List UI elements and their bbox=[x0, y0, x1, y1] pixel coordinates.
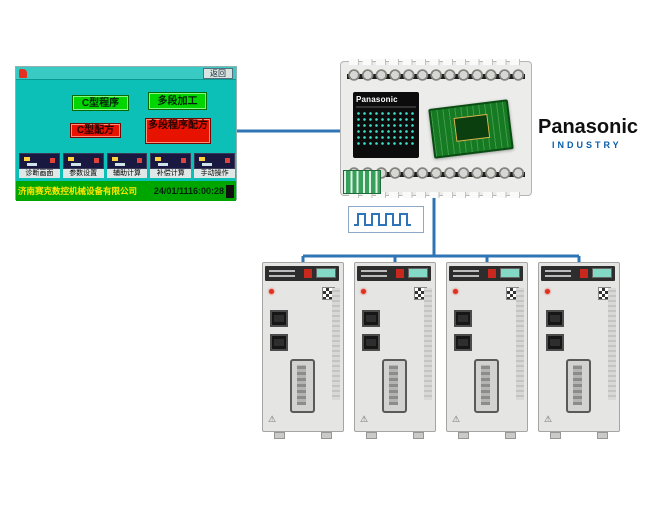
servo-status-led bbox=[269, 289, 274, 294]
servo-status-led bbox=[361, 289, 366, 294]
servo-foot bbox=[366, 432, 377, 439]
toolbar-label: 参数设置 bbox=[62, 169, 104, 178]
servo-series-badge bbox=[304, 269, 312, 278]
servo-drive: ⚠ bbox=[262, 262, 344, 439]
servo-vent bbox=[608, 288, 616, 400]
hmi-panel: 返回 C型程序 多段加工 C型配方 多段程序配方 诊断画面 参数设置 辅助计算 … bbox=[15, 66, 237, 201]
plc-cpu-chip bbox=[453, 113, 491, 142]
hmi-toolbar-button-manual-operation[interactable]: 手动操作 bbox=[194, 153, 235, 179]
status-square bbox=[226, 184, 234, 198]
pulse-signal-icon bbox=[348, 206, 424, 233]
servo-brand-text bbox=[269, 270, 295, 277]
servo-foot bbox=[413, 432, 424, 439]
servo-top-panel bbox=[265, 266, 339, 281]
servo-vent bbox=[332, 288, 340, 400]
warning-icon: ⚠ bbox=[544, 414, 553, 424]
servo-io-connector bbox=[382, 359, 407, 413]
hmi-button-c-recipe[interactable]: C型配方 bbox=[70, 123, 121, 138]
warning-icon: ⚠ bbox=[360, 414, 369, 424]
hmi-logo-icon bbox=[19, 69, 27, 78]
plc-panel-divider bbox=[356, 106, 416, 108]
toolbar-label: 辅助计算 bbox=[106, 169, 148, 178]
hmi-back-button[interactable]: 返回 bbox=[203, 68, 233, 79]
servo-display bbox=[316, 268, 336, 278]
servo-series-badge bbox=[396, 269, 404, 278]
hmi-title-bar: 返回 bbox=[16, 67, 236, 80]
hmi-toolbar-button-parameters[interactable]: 参数设置 bbox=[62, 153, 104, 179]
servo-usb-port bbox=[270, 310, 288, 327]
manual-operation-icon bbox=[194, 153, 235, 169]
servo-vent bbox=[424, 288, 432, 400]
servo-foot bbox=[550, 432, 561, 439]
servo-top-panel bbox=[541, 266, 615, 281]
servo-network-port bbox=[454, 334, 472, 351]
hmi-status-bar: 济南赛克数控机械设备有限公司 24/01/1116:00:28 bbox=[16, 181, 236, 201]
servo-brand-text bbox=[545, 270, 571, 277]
servo-foot bbox=[274, 432, 285, 439]
plc-led-indicators bbox=[356, 111, 416, 145]
servo-drive: ⚠ bbox=[446, 262, 528, 439]
servo-drive: ⚠ bbox=[538, 262, 620, 439]
toolbar-label: 手动操作 bbox=[194, 169, 235, 178]
servo-status-led bbox=[545, 289, 550, 294]
warning-icon: ⚠ bbox=[452, 414, 461, 424]
hmi-toolbar-button-compensation-calc[interactable]: 补偿计算 bbox=[150, 153, 192, 179]
servo-io-connector bbox=[474, 359, 499, 413]
servo-brand-text bbox=[361, 270, 387, 277]
servo-brand-text bbox=[453, 270, 479, 277]
plc-terminal-tabs-bottom bbox=[349, 192, 523, 198]
servo-io-connector bbox=[566, 359, 591, 413]
plc-screw-terminals-top bbox=[347, 67, 525, 83]
plc-screw-terminals-bottom bbox=[347, 165, 525, 181]
servo-foot bbox=[321, 432, 332, 439]
servo-series-badge bbox=[580, 269, 588, 278]
aux-calc-icon bbox=[106, 153, 148, 169]
servo-usb-port bbox=[454, 310, 472, 327]
plc-circuit-board bbox=[428, 99, 514, 159]
plc-front-panel: Panasonic bbox=[353, 92, 419, 158]
plc-terminal-tabs-top bbox=[349, 59, 523, 65]
parameters-icon bbox=[62, 153, 104, 169]
servo-foot bbox=[597, 432, 608, 439]
plc-green-connector bbox=[343, 170, 381, 194]
servo-vent bbox=[516, 288, 524, 400]
toolbar-label: 诊断画面 bbox=[19, 169, 60, 178]
square-wave-icon bbox=[354, 213, 411, 226]
compensation-calc-icon bbox=[150, 153, 192, 169]
servo-status-led bbox=[453, 289, 458, 294]
servo-series-badge bbox=[488, 269, 496, 278]
servo-network-port bbox=[362, 334, 380, 351]
servo-network-port bbox=[270, 334, 288, 351]
servo-display bbox=[500, 268, 520, 278]
servo-display bbox=[592, 268, 612, 278]
hmi-button-c-program[interactable]: C型程序 bbox=[72, 95, 129, 111]
hmi-button-multi-segment[interactable]: 多段加工 bbox=[148, 92, 207, 110]
servo-io-connector bbox=[290, 359, 315, 413]
servo-foot bbox=[505, 432, 516, 439]
plc-brand-label: Panasonic bbox=[356, 95, 398, 104]
brand-name: Panasonic bbox=[538, 116, 639, 138]
company-name: 济南赛克数控机械设备有限公司 bbox=[18, 186, 138, 196]
warning-icon: ⚠ bbox=[268, 414, 277, 424]
servo-foot bbox=[458, 432, 469, 439]
hmi-toolbar-button-diagnostics[interactable]: 诊断画面 bbox=[19, 153, 60, 179]
brand-division: INDUSTRY bbox=[552, 140, 622, 150]
servo-usb-port bbox=[546, 310, 564, 327]
toolbar-label: 补偿计算 bbox=[150, 169, 192, 178]
servo-network-port bbox=[546, 334, 564, 351]
panasonic-logo: Panasonic INDUSTRY bbox=[538, 116, 648, 150]
diagnostics-icon bbox=[19, 153, 60, 169]
datetime-text: 24/01/1116:00:28 bbox=[153, 186, 224, 196]
servo-top-panel bbox=[449, 266, 523, 281]
hmi-button-multi-recipe[interactable]: 多段程序配方 bbox=[145, 118, 211, 144]
hmi-toolbar: 诊断画面 参数设置 辅助计算 补偿计算 手动操作 bbox=[19, 153, 235, 179]
servo-drive: ⚠ bbox=[354, 262, 436, 439]
plc-unit: Panasonic bbox=[340, 59, 532, 198]
servo-usb-port bbox=[362, 310, 380, 327]
servo-top-panel bbox=[357, 266, 431, 281]
hmi-toolbar-button-aux-calc[interactable]: 辅助计算 bbox=[106, 153, 148, 179]
servo-display bbox=[408, 268, 428, 278]
